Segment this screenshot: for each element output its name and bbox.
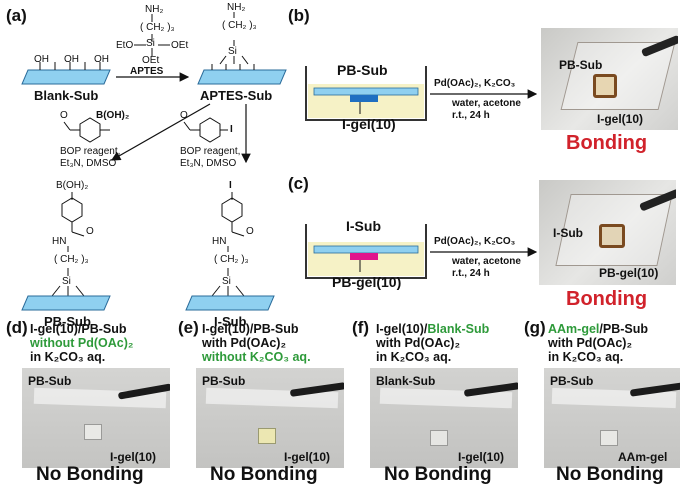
e-caption: I-gel(10)/PB-Sub with Pd(OAc)₂ without K… <box>202 322 311 364</box>
b-conditions-bottom: water, acetone r.t., 24 h <box>452 98 521 121</box>
panel-b-label: (b) <box>288 6 310 25</box>
panel-g-label: (g) <box>524 318 546 337</box>
f-caption: I-gel(10)/Blank-Sub with Pd(OAc)₂ in K₂C… <box>376 322 490 364</box>
blank-oh: OH <box>34 54 49 65</box>
pb-sub-label: PB-Sub <box>44 314 91 329</box>
pb-sub-si: Si <box>62 276 71 287</box>
left-reagent-boronic: B(OH)₂ <box>96 110 130 121</box>
c-photo: I-Sub PB-gel(10) <box>539 180 676 285</box>
panel-c-label: (c) <box>288 174 309 193</box>
pb-gel-block <box>350 253 378 260</box>
f-photo-sub-label: Blank-Sub <box>376 374 436 388</box>
e-result: No Bonding <box>210 464 318 485</box>
panel-f-label: (f) <box>352 318 369 337</box>
e-photo: PB-Sub I-gel(10) <box>196 368 344 468</box>
panel-d-label: (d) <box>6 318 28 337</box>
i-sub-label: I-Sub <box>214 314 247 329</box>
left-reagent-o: O <box>60 110 68 121</box>
b-gel-label: I-gel(10) <box>342 116 396 132</box>
blank-oh-3: OH <box>94 54 109 65</box>
pb-sub-boronic: B(OH)₂ <box>56 180 89 191</box>
i-sub-chain: ( CH₂ )₃ <box>214 254 249 265</box>
right-reagent-conditions: BOP reagent, Et₃N, DMSO <box>180 146 241 169</box>
panel-c-schematic <box>305 224 538 279</box>
f-photo-gel-label: I-gel(10) <box>458 450 505 464</box>
g-photo-gel <box>600 430 618 446</box>
f-photo-gel <box>430 430 448 446</box>
d-result: No Bonding <box>36 464 144 485</box>
i-sub-hn: HN <box>212 236 227 247</box>
pb-sub-chain: ( CH₂ )₃ <box>54 254 89 265</box>
aptes-nh2: NH₂ <box>145 4 164 15</box>
aptes-oet-bottom: OEt <box>142 55 160 66</box>
i-sub-si: Si <box>222 276 231 287</box>
d-photo-gel <box>84 424 102 440</box>
g-photo-sub-label: PB-Sub <box>550 374 594 388</box>
aptes-arrow-label: APTES <box>130 66 164 77</box>
aptes-sub-slab <box>197 69 287 85</box>
b-photo-gel-label: I-gel(10) <box>597 112 644 126</box>
c-photo-gel-label: PB-gel(10) <box>599 266 659 280</box>
f-result: No Bonding <box>384 464 492 485</box>
e-photo-gel-label: I-gel(10) <box>284 450 331 464</box>
f-photo: Blank-Sub I-gel(10) <box>370 368 518 468</box>
b-photo-sub-label: PB-Sub <box>559 58 603 72</box>
right-reagent-iodo: I <box>230 124 233 135</box>
aptes-sub-nh2: NH₂ <box>227 2 246 13</box>
blank-oh-2: OH <box>64 54 79 65</box>
aptes-eto: EtO <box>116 40 134 51</box>
aptes-sub-chain: ( CH₂ )₃ <box>222 20 257 31</box>
b-conditions-top: Pd(OAc)₂, K₂CO₃ <box>434 78 516 89</box>
pb-sub-hn: HN <box>52 236 67 247</box>
blank-sub-label: Blank-Sub <box>34 88 99 103</box>
i-sub-slab <box>185 295 275 311</box>
g-result: No Bonding <box>556 464 664 485</box>
i-sub-iodo: I <box>229 180 232 191</box>
g-photo-gel-label: AAm-gel <box>618 450 668 464</box>
i-sub-o: O <box>246 226 254 237</box>
panel-a-label: (a) <box>6 6 27 25</box>
g-photo: PB-Sub AAm-gel <box>544 368 680 468</box>
c-sub-label: I-Sub <box>346 218 381 234</box>
b-photo-glass <box>560 42 676 110</box>
blank-sub-slab <box>21 69 111 85</box>
aptes-oet-right: OEt <box>171 40 189 51</box>
aptes-sub-si: Si <box>228 46 237 57</box>
c-conditions-top: Pd(OAc)₂, K₂CO₃ <box>434 236 516 247</box>
c-result: Bonding <box>566 288 648 310</box>
b-photo: PB-Sub I-gel(10) <box>541 28 678 130</box>
aptes-chain: ( CH₂ )₃ <box>140 22 175 33</box>
d-photo: PB-Sub I-gel(10) <box>22 368 170 468</box>
d-photo-gel-label: I-gel(10) <box>110 450 157 464</box>
pb-sub-slab <box>21 295 111 311</box>
d-photo-sub-label: PB-Sub <box>28 374 72 388</box>
c-photo-sub-label: I-Sub <box>553 226 583 240</box>
i-gel-block <box>350 95 378 102</box>
b-result: Bonding <box>566 132 648 154</box>
e-photo-gel <box>258 428 276 444</box>
panel-b-schematic <box>305 66 538 121</box>
right-reagent-o: O <box>180 110 188 121</box>
i-sub-plate <box>313 245 419 254</box>
left-reagent-conditions: BOP reagent, Et₃N, DMSO <box>60 146 121 169</box>
pb-sub-plate <box>313 87 419 96</box>
panel-e-label: (e) <box>178 318 199 337</box>
c-conditions-bottom: water, acetone r.t., 24 h <box>452 256 521 279</box>
c-photo-gel <box>599 224 625 248</box>
d-caption: I-gel(10)/PB-Sub without Pd(OAc)₂ in K₂C… <box>30 322 134 364</box>
aptes-sub-label: APTES-Sub <box>200 88 273 103</box>
aptes-si: Si <box>146 38 155 49</box>
g-caption: AAm-gel/PB-Sub with Pd(OAc)₂ in K₂CO₃ aq… <box>548 322 649 364</box>
b-sub-label: PB-Sub <box>337 62 388 78</box>
panel-a-scheme <box>21 12 287 311</box>
pb-sub-o: O <box>86 226 94 237</box>
arrow-to-pb-sub <box>110 103 211 161</box>
b-photo-gel <box>593 74 617 98</box>
e-photo-sub-label: PB-Sub <box>202 374 246 388</box>
c-gel-label: PB-gel(10) <box>332 274 402 290</box>
